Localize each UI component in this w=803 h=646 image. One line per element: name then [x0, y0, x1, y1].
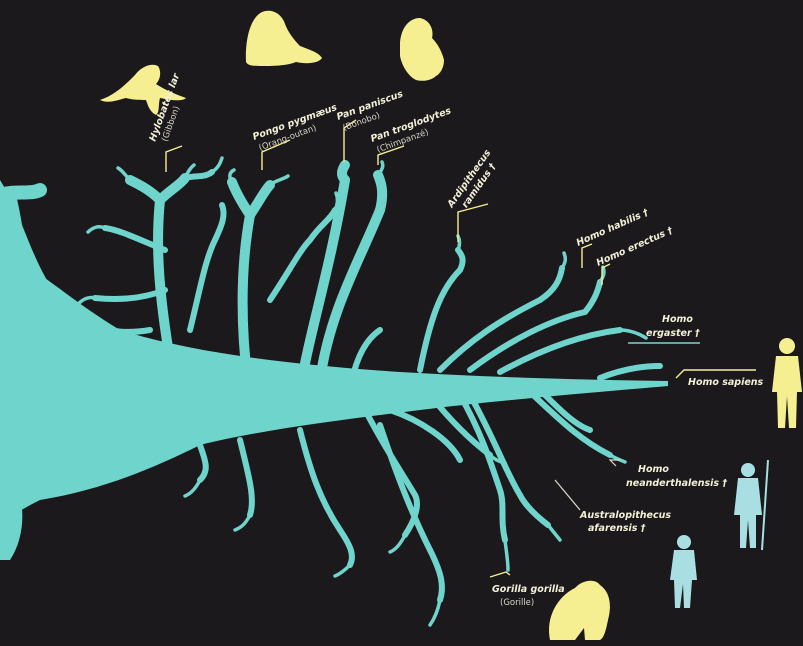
label-homo-neanderthalensis: Homo neanderthalensis † — [626, 464, 727, 489]
label-australopithecus: Australopithecus afarensis † — [579, 510, 671, 534]
human-icon — [772, 338, 802, 428]
bonobo-icon — [400, 18, 444, 81]
svg-text:(Gorille): (Gorille) — [500, 598, 534, 608]
australopithecus-icon — [670, 535, 697, 608]
label-homo-sapiens: Homo sapiens — [688, 377, 764, 388]
label-pan-troglodytes: Pan troglodytes (Chimpanzé) — [369, 105, 457, 156]
svg-text:Gorilla gorilla: Gorilla gorilla — [492, 584, 565, 595]
svg-text:Homo: Homo — [638, 464, 669, 475]
svg-text:neanderthalensis †: neanderthalensis † — [626, 478, 727, 489]
label-ardipithecus: Ardipithecus ramidus † — [445, 147, 504, 217]
svg-text:ergaster †: ergaster † — [646, 328, 700, 339]
neanderthal-icon — [734, 460, 768, 550]
label-gorilla: Gorilla gorilla (Gorille) — [492, 584, 565, 608]
phylogenetic-tree — [0, 158, 668, 625]
tree-trunk — [0, 250, 668, 525]
svg-text:Australopithecus: Australopithecus — [579, 510, 671, 521]
label-pongo: Pongo pygmæus (Orang-outan) — [251, 102, 343, 154]
svg-text:Homo: Homo — [662, 314, 693, 325]
svg-text:afarensis †: afarensis † — [588, 523, 646, 534]
orangutan-icon — [246, 11, 322, 66]
label-homo-ergaster: Homo ergaster † — [646, 314, 700, 339]
svg-text:Homo sapiens: Homo sapiens — [688, 377, 764, 388]
